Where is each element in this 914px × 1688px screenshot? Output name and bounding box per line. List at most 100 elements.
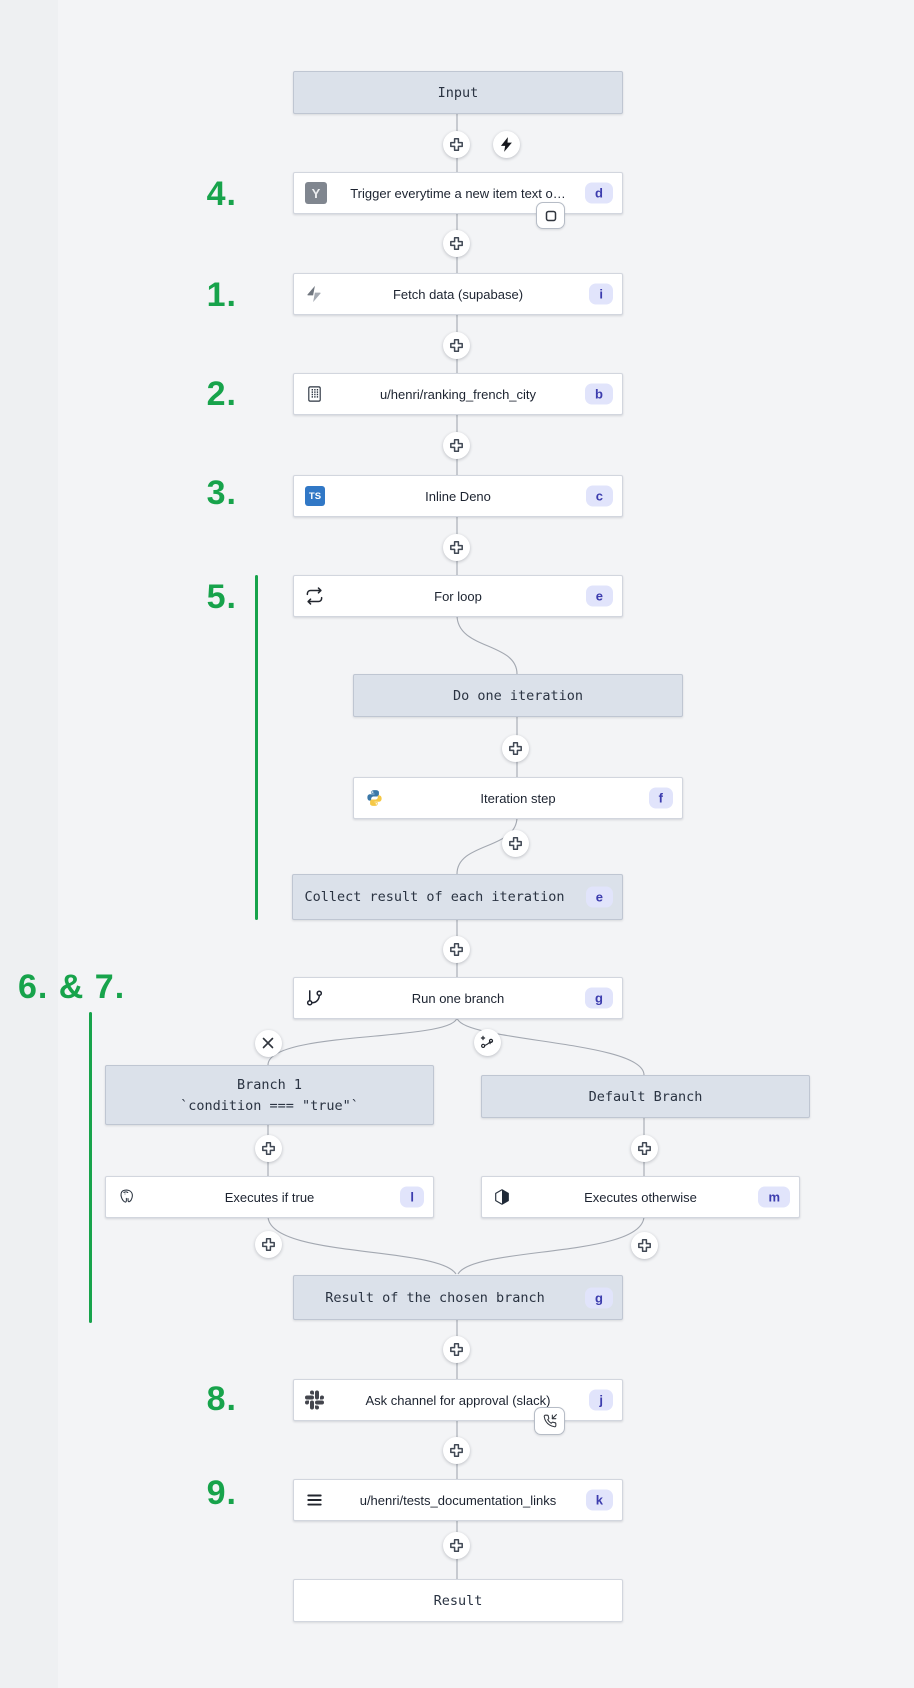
python-icon [365, 789, 384, 808]
typescript-icon: TS [305, 486, 325, 506]
header-do-one-iteration-label: Do one iteration [452, 687, 584, 704]
plus-icon [261, 1237, 276, 1252]
branch-add-icon [479, 1034, 495, 1050]
node-executes-otherwise[interactable]: Executes otherwise m [481, 1176, 800, 1218]
header-result-chosen-branch-badge: g [585, 1287, 613, 1308]
add-branch-button[interactable] [473, 1028, 501, 1056]
node-executes-if-true-label: Executes if true [224, 1189, 315, 1205]
add-step-button[interactable] [630, 1134, 658, 1162]
annotation-label-8: 8. [206, 1380, 237, 1418]
node-tests-documentation-links[interactable]: u/henri/tests_documentation_links k [293, 1479, 623, 1521]
annotation-label-6-7: 6. & 7. [18, 968, 126, 1006]
node-iteration-step-label: Iteration step [480, 790, 556, 806]
node-trigger-label: Trigger everytime a new item text o… [350, 185, 566, 201]
branch1-title: Branch 1 [236, 1076, 303, 1093]
add-step-button[interactable] [442, 229, 470, 257]
node-executes-otherwise-badge: m [758, 1186, 790, 1208]
lightning-icon [500, 136, 513, 152]
branch1-condition: `condition === "true"` [180, 1097, 359, 1114]
trigger-lightning-button[interactable] [492, 130, 520, 158]
node-tests-documentation-links-label: u/henri/tests_documentation_links [359, 1492, 557, 1508]
header-input-label: Input [437, 84, 479, 101]
result-box[interactable]: Result [293, 1579, 623, 1622]
annotation-label-9: 9. [206, 1474, 237, 1512]
ycombinator-icon: Y [305, 182, 327, 204]
plus-icon [508, 741, 523, 756]
node-for-loop-badge: e [585, 585, 613, 607]
loop-icon [305, 587, 324, 606]
add-step-button[interactable] [442, 331, 470, 359]
node-ask-approval-slack-label: Ask channel for approval (slack) [365, 1392, 551, 1408]
header-default-branch[interactable]: Default Branch [481, 1075, 810, 1118]
supabase-icon [305, 285, 323, 304]
node-for-loop[interactable]: For loop e [293, 575, 623, 617]
plus-icon [449, 1342, 464, 1357]
header-collect-result-label: Collect result of each iteration [304, 889, 565, 905]
add-step-button[interactable] [442, 1531, 470, 1559]
add-step-button[interactable] [630, 1231, 658, 1259]
node-run-one-branch-label: Run one branch [411, 990, 505, 1006]
node-run-one-branch-badge: g [585, 987, 613, 1009]
add-step-button[interactable] [501, 829, 529, 857]
close-icon [262, 1037, 274, 1049]
node-trigger-badge: d [585, 182, 613, 204]
slack-icon [305, 1390, 324, 1410]
header-branch1[interactable]: Branch 1 `condition === "true"` [105, 1065, 434, 1125]
add-step-button[interactable] [254, 1230, 282, 1258]
building-icon [305, 385, 324, 404]
plus-icon [449, 1443, 464, 1458]
annotation-line-section67 [89, 1012, 92, 1323]
node-executes-otherwise-label: Executes otherwise [584, 1189, 697, 1205]
cube-icon [493, 1188, 511, 1207]
plus-icon [637, 1238, 652, 1253]
list-icon [305, 1491, 324, 1510]
add-step-button[interactable] [254, 1134, 282, 1162]
plus-icon [449, 540, 464, 555]
header-result-chosen-branch[interactable]: Result of the chosen branch g [293, 1275, 623, 1320]
plus-icon [637, 1141, 652, 1156]
node-tests-documentation-links-badge: k [585, 1489, 613, 1511]
node-ask-approval-slack[interactable]: Ask channel for approval (slack) j [293, 1379, 623, 1421]
node-fetch-data-badge: i [589, 283, 613, 305]
plus-icon [449, 438, 464, 453]
node-executes-if-true[interactable]: Executes if true l [105, 1176, 434, 1218]
stop-square-icon [545, 210, 557, 222]
add-step-button[interactable] [442, 130, 470, 158]
phone-incoming-icon [543, 1414, 557, 1428]
result-box-label: Result [433, 1592, 483, 1609]
node-fetch-data[interactable]: Fetch data (supabase) i [293, 273, 623, 315]
approval-step-button[interactable] [534, 1407, 565, 1435]
node-executes-if-true-badge: l [400, 1186, 424, 1208]
annotation-label-2: 2. [206, 375, 237, 413]
plus-icon [449, 137, 464, 152]
add-step-button[interactable] [501, 734, 529, 762]
header-collect-result-badge: e [585, 886, 613, 908]
node-run-one-branch[interactable]: Run one branch g [293, 977, 623, 1019]
header-collect-result[interactable]: Collect result of each iteration e [292, 874, 623, 920]
add-step-button[interactable] [442, 431, 470, 459]
annotation-label-4: 4. [206, 175, 237, 213]
header-result-chosen-branch-label: Result of the chosen branch [325, 1289, 545, 1306]
remove-branch-button[interactable] [254, 1029, 282, 1057]
annotation-label-3: 3. [206, 474, 237, 512]
node-inline-deno[interactable]: TS Inline Deno c [293, 475, 623, 517]
suspend-trigger-button[interactable] [536, 202, 565, 229]
plus-icon [449, 942, 464, 957]
header-do-one-iteration[interactable]: Do one iteration [353, 674, 683, 717]
add-step-button[interactable] [442, 935, 470, 963]
plus-icon [449, 236, 464, 251]
node-fetch-data-label: Fetch data (supabase) [392, 286, 524, 302]
add-step-button[interactable] [442, 1436, 470, 1464]
add-step-button[interactable] [442, 1335, 470, 1363]
node-ranking-french-city[interactable]: u/henri/ranking_french_city b [293, 373, 623, 415]
header-input[interactable]: Input [293, 71, 623, 114]
add-step-button[interactable] [442, 533, 470, 561]
node-trigger[interactable]: Y Trigger everytime a new item text o… d [293, 172, 623, 214]
annotation-label-5: 5. [206, 578, 237, 616]
annotation-line-section5 [255, 575, 258, 920]
node-ranking-french-city-label: u/henri/ranking_french_city [379, 386, 537, 402]
plus-icon [508, 836, 523, 851]
node-iteration-step[interactable]: Iteration step f [353, 777, 683, 819]
node-inline-deno-badge: c [585, 485, 613, 507]
